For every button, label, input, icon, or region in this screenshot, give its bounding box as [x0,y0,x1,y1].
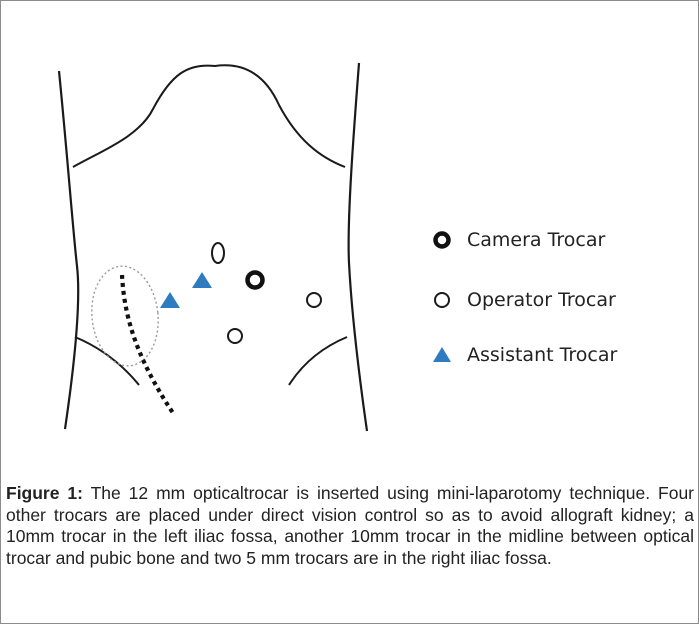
legend-label-assistant: Assistant Trocar [467,344,617,366]
camera-trocar-marker [248,273,263,288]
operator-trocar-marker [228,329,242,343]
caption-text: The 12 mm opticaltrocar is inserted usin… [6,483,694,568]
legend-label-camera: Camera Trocar [467,229,605,251]
operator-trocar-marker [307,293,321,307]
legend-item-operator: Operator Trocar [431,285,616,315]
figure-caption: Figure 1: The 12 mm opticaltrocar is ins… [6,483,694,569]
assistant-trocar-marker [160,292,180,308]
operator-trocar-marker [212,243,224,263]
groin-line-left [75,337,139,385]
legend-item-assistant: Assistant Trocar [431,340,617,370]
groin-line-right [289,337,347,385]
assistant-trocar-marker [192,272,212,288]
allograft-kidney-outline [87,263,163,369]
incision-dotted-line [122,275,173,413]
torso-left-side [59,71,78,429]
legend-item-camera: Camera Trocar [431,225,605,255]
torso-right-side [349,63,367,431]
operator-trocar-icon [431,289,453,311]
legend-label-operator: Operator Trocar [467,289,616,311]
assistant-trocar-icon [431,344,453,366]
caption-label: Figure 1: [6,483,83,503]
camera-trocar-icon [431,229,453,251]
chest-outline [73,65,345,167]
